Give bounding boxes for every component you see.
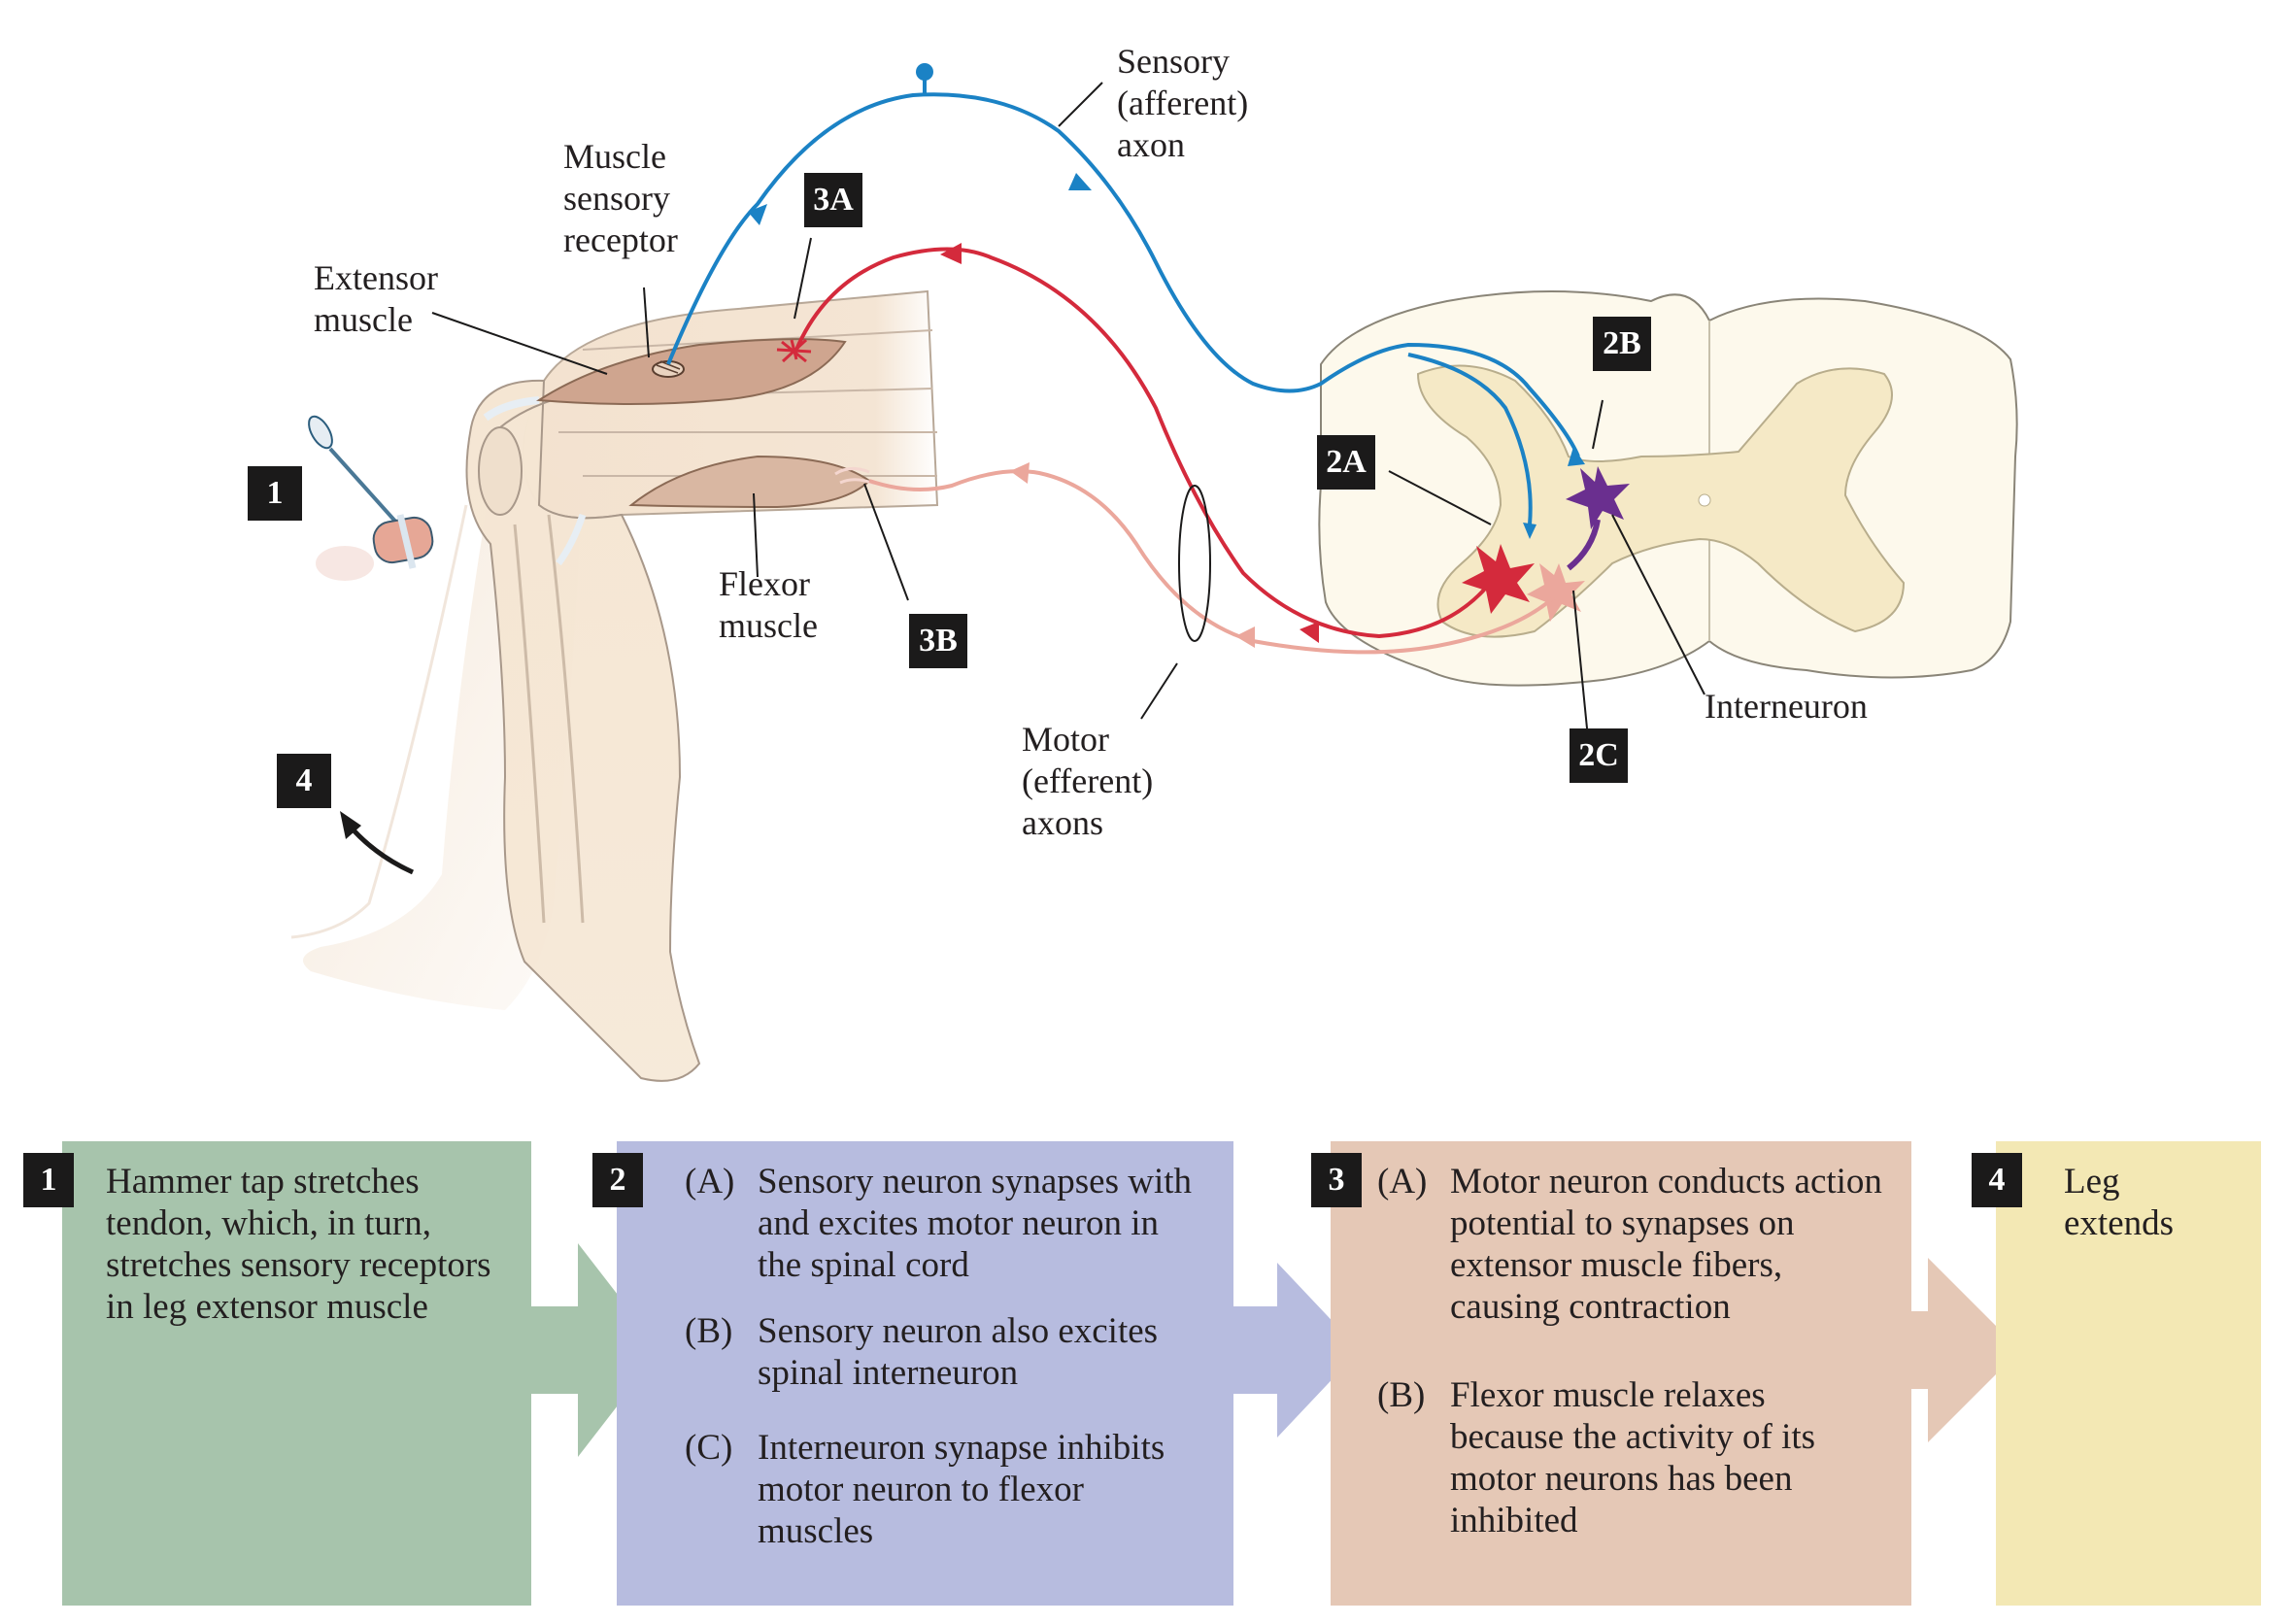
step-4-panel: 4 Leg extends bbox=[1972, 1141, 2261, 1606]
motor-axons-bundle-ring bbox=[1178, 485, 1211, 642]
motor-axons-label: Motor (efferent) axons bbox=[1022, 720, 1154, 842]
sensory-afferent-axon bbox=[666, 63, 1585, 539]
step-2-items: (A) Sensory neuron synapses with and exc… bbox=[685, 1161, 1199, 1572]
step-3-panel: 3 (A) Motor neuron conducts action poten… bbox=[1311, 1141, 1911, 1606]
motor-neuron-flexor bbox=[1527, 563, 1585, 622]
grey-matter bbox=[1416, 364, 1906, 638]
leader-lines bbox=[431, 82, 1705, 739]
flexor-muscle-label: Flexor muscle bbox=[719, 564, 818, 645]
leg bbox=[465, 289, 939, 1082]
motor-efferent-axon-extensor bbox=[794, 243, 1488, 643]
muscle-sensory-receptor-label: Muscle sensory receptor bbox=[563, 137, 678, 259]
badge-2b: 2B bbox=[1593, 317, 1651, 371]
step-1-text: Hammer tap stretches tendon, which, in t… bbox=[106, 1162, 491, 1327]
step-4-text: Leg extends bbox=[2064, 1162, 2175, 1243]
interneuron-cell bbox=[1566, 466, 1630, 571]
badge-3a: 3A bbox=[804, 173, 862, 227]
muscle-sensory-receptor bbox=[652, 360, 685, 378]
step-3a-item: (A) Motor neuron conducts action potenti… bbox=[1377, 1162, 1882, 1327]
badge-2c: 2C bbox=[1570, 728, 1628, 783]
step-1-number: 1 bbox=[23, 1153, 74, 1207]
reflex-hammer-icon bbox=[308, 415, 434, 581]
step-3-number: 3 bbox=[1311, 1153, 1362, 1207]
extensor-muscle bbox=[535, 338, 847, 405]
badge-2a: 2A bbox=[1317, 435, 1375, 490]
sensory-axon-label: Sensory (afferent) axon bbox=[1117, 42, 1249, 164]
interneuron-label: Interneuron bbox=[1705, 687, 1868, 726]
badge-1: 1 bbox=[248, 466, 302, 521]
step-2-number: 2 bbox=[592, 1153, 643, 1207]
badge-3b: 3B bbox=[909, 614, 967, 668]
step-1-panel: 1 Hammer tap stretches tendon, which, in… bbox=[23, 1141, 531, 1606]
arrow-3-to-4 bbox=[1892, 1258, 2020, 1442]
step-2a-item: (A) Sensory neuron synapses with and exc… bbox=[685, 1162, 1193, 1285]
step-3b-item: (B) Flexor muscle relaxes because the ac… bbox=[1377, 1375, 1816, 1540]
step-2c-item: (C) Interneuron synapse inhibits motor n… bbox=[685, 1428, 1165, 1551]
step-2b-item: (B) Sensory neuron also excites spinal i… bbox=[685, 1311, 1159, 1393]
extensor-muscle-label: Extensor muscle bbox=[314, 258, 438, 339]
arrow-1-to-2 bbox=[529, 1243, 660, 1457]
arrow-2-to-3 bbox=[1232, 1263, 1360, 1438]
step-4-number: 4 bbox=[1972, 1153, 2022, 1207]
step-3-items: (A) Motor neuron conducts action potenti… bbox=[1377, 1161, 1882, 1561]
badge-4: 4 bbox=[277, 754, 331, 808]
motor-efferent-axon-flexor bbox=[868, 462, 1556, 655]
step-2-panel: 2 (A) Sensory neuron synapses with and e… bbox=[592, 1141, 1233, 1606]
motor-neuron-extensor bbox=[1462, 544, 1535, 614]
